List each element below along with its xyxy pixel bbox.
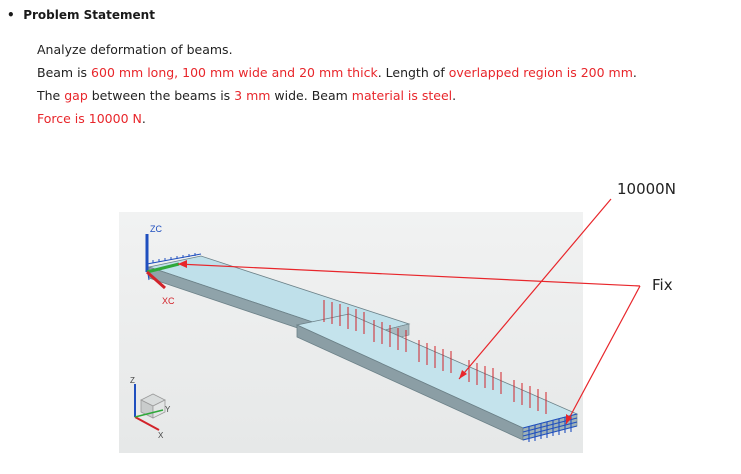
statement-line-4: Force is 10000 N. [37,110,146,127]
highlight-overlap: overlapped region is 200 mm [448,65,633,80]
triad-label-z: Z [130,376,135,385]
highlight-material: material is steel [351,88,453,103]
section-title: Problem Statement [23,8,155,22]
force-leader-arrowhead [459,370,467,379]
axis-label-xc: XC [162,296,175,306]
statement-line-2: Beam is 600 mm long, 100 mm wide and 20 … [37,64,637,81]
fix-leader-arrowhead-left [178,260,187,268]
statement-text: . [141,111,146,126]
triad-label-y: Y [165,405,171,414]
statement-text: between the beams is [87,88,235,103]
beam-model-graphic: ZC XC Z Y X [130,224,579,442]
statement-text: . [632,65,637,80]
statement-text: wide. Beam [270,88,352,103]
fix-constraint-right [522,413,578,442]
statement-line-3: The gap between the beams is 3 mm wide. … [37,87,456,104]
statement-text: . [452,88,457,103]
work-csys-icon: ZC XC [145,224,180,306]
force-leader-line [458,198,612,380]
force-callout-label: 10000N [617,180,676,198]
statement-line-1: Analyze deformation of beams. [37,41,233,58]
highlight-gap-size: 3 mm [234,88,271,103]
statement-text: . Length of [377,65,449,80]
fix-leader-line-left [177,263,641,287]
model-viewport: ZC XC Z Y X [119,212,583,453]
statement-text: The [37,88,65,103]
statement-text: Beam is [37,65,92,80]
bullet-icon: • [7,8,15,22]
fix-callout-label: Fix [652,276,673,294]
highlight-dimensions: 600 mm long, 100 mm wide and 20 mm thick [91,65,378,80]
axis-label-zc: ZC [150,224,162,234]
triad-label-x: X [158,431,164,440]
fix-leader-line-right [565,285,641,425]
view-triad-icon: Z Y X [130,376,171,440]
statement-text: Analyze deformation of beams. [37,42,233,57]
force-arrows [323,300,547,414]
section-heading: • Problem Statement [7,8,155,22]
highlight-force: Force is 10000 N [37,111,142,126]
fix-leader-arrowhead-right [566,414,572,424]
highlight-gap: gap [64,88,88,103]
